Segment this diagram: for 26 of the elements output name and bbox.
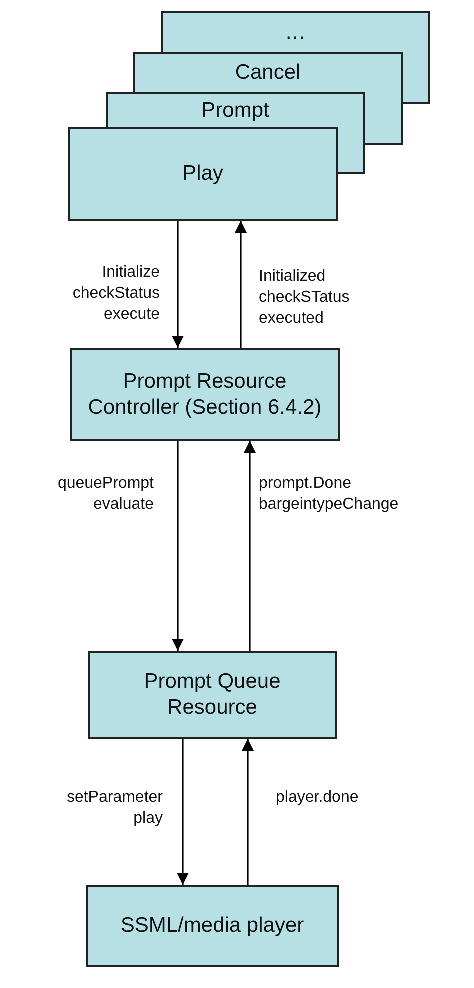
arrow [177, 739, 189, 885]
arrow [244, 441, 256, 651]
edge-label: player.done [276, 788, 359, 808]
process-box [68, 127, 338, 221]
process-box [88, 651, 337, 739]
box-label: SSML/media player [120, 913, 304, 939]
stacked-card [133, 52, 403, 92]
stacked-card [106, 92, 365, 127]
arrow [172, 221, 184, 348]
arrow [172, 441, 184, 651]
edge-label: Initialize checkStatus execute [72, 263, 160, 325]
edge-label: setParameter play [66, 788, 163, 829]
stacked-card [161, 11, 430, 52]
arrow [242, 739, 254, 885]
box-label: … [285, 20, 306, 46]
process-box [86, 885, 339, 967]
box-label: Prompt Resource Controller (Section 6.4.2) [87, 368, 323, 420]
process-box [70, 348, 340, 441]
edge-label: queuePrompt evaluate [58, 474, 154, 515]
edge-label: prompt.Done bargeintypeChange [259, 474, 399, 515]
box-label: Cancel [235, 60, 301, 86]
arrow [235, 221, 247, 348]
box-label: Prompt Queue Resource [143, 669, 282, 721]
box-label: Play [182, 161, 224, 187]
box-label: Prompt [202, 98, 270, 124]
edge-label: Initialized checkSTatus executed [259, 267, 350, 329]
